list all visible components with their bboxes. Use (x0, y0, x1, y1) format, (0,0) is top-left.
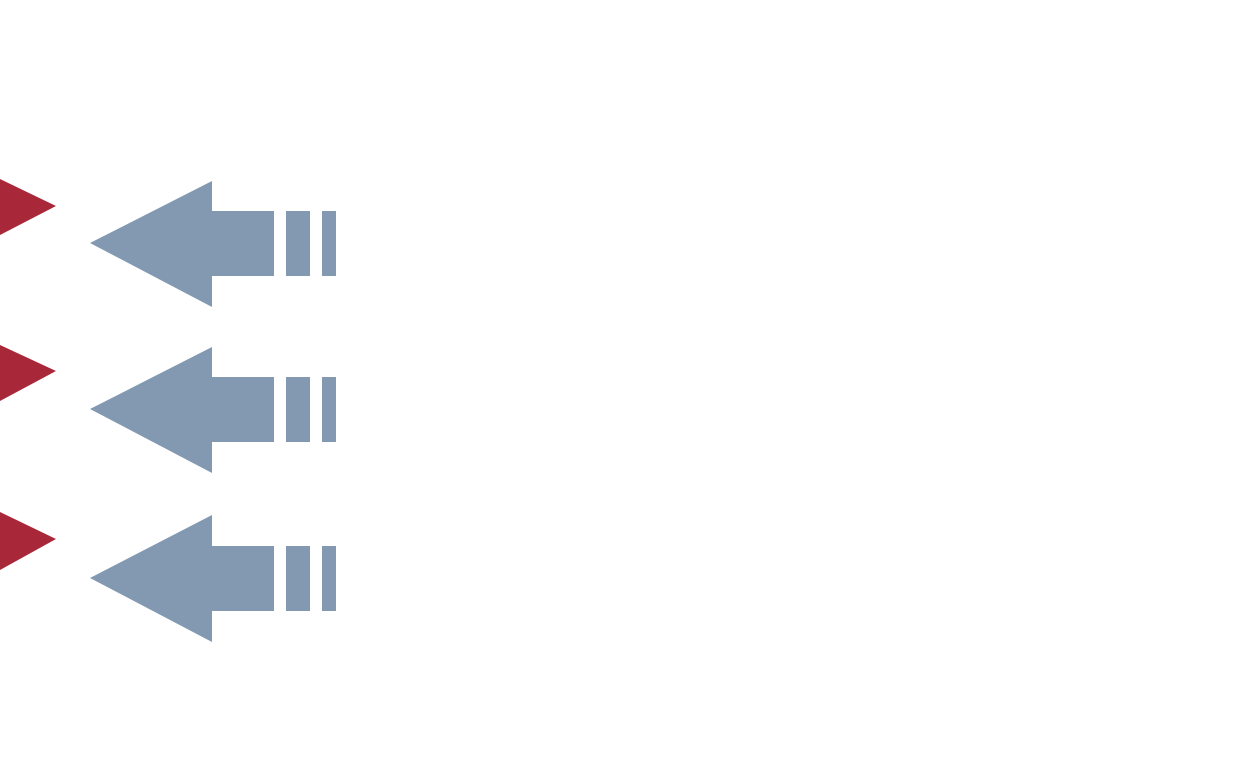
triangle-pointer-right-icon (0, 345, 56, 401)
arrow-head-body (90, 515, 274, 642)
arrow-tail-bar-thin (322, 377, 336, 442)
arrow-tail-bar-thin (322, 211, 336, 276)
arrow-row-2 (0, 345, 360, 475)
arrow-row-1 (0, 179, 360, 309)
arrow-tail-bar-thin (322, 546, 336, 611)
arrow-row-2-graphic (0, 345, 336, 473)
arrow-row-1-graphic (0, 179, 336, 307)
triangle-pointer-right-icon (0, 512, 56, 570)
arrow-tail-bar-wide (286, 377, 310, 442)
arrow-tail-bar-wide (286, 546, 310, 611)
dashed-tail-arrow-left-icon (90, 181, 336, 307)
arrow-head-body (90, 181, 274, 307)
arrow-row-3-graphic (0, 512, 336, 642)
arrow-row-3 (0, 512, 360, 642)
arrow-head-body (90, 347, 274, 473)
dashed-tail-arrow-left-icon (90, 347, 336, 473)
arrow-tail-bar-wide (286, 211, 310, 276)
triangle-pointer-right-icon (0, 179, 56, 235)
dashed-tail-arrow-left-icon (90, 515, 336, 642)
